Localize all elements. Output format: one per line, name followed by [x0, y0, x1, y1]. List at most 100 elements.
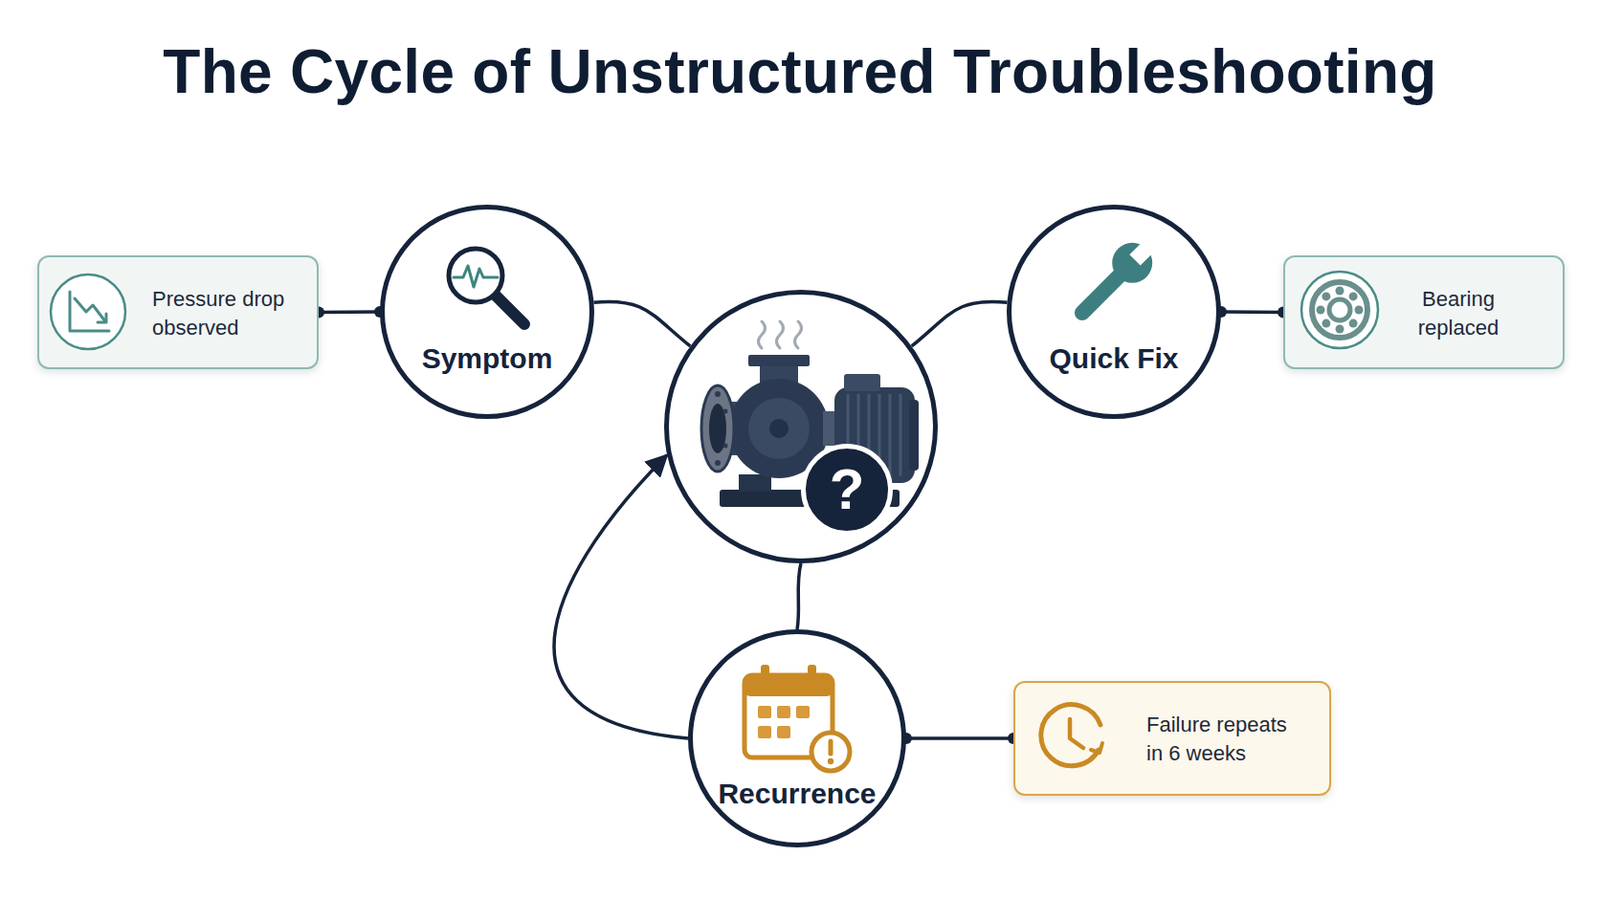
- bearing-icon: [1311, 282, 1368, 338]
- action-box: Bearing replaced: [1283, 255, 1565, 370]
- circle-outline: [688, 629, 907, 848]
- pump-illustration: [748, 398, 810, 460]
- connector-line: [318, 310, 380, 314]
- magnifier-icon: [495, 295, 525, 325]
- pump-illustration: [878, 394, 882, 477]
- pump-illustration: [709, 403, 727, 454]
- pump-illustration: [738, 474, 772, 492]
- circle-outline: [382, 207, 593, 418]
- calendar-icon: [757, 726, 772, 739]
- bearing-icon: [1335, 325, 1345, 334]
- bearing-icon: [1301, 271, 1378, 349]
- calendar-icon: [828, 741, 834, 755]
- pump-illustration: [759, 363, 799, 391]
- trend-down-icon: [69, 291, 110, 332]
- bearing-icon: [1321, 319, 1331, 329]
- connector-line: [797, 563, 801, 630]
- calendar-icon: [827, 758, 834, 765]
- trend-down-icon: [74, 298, 106, 322]
- bearing-icon: [1335, 287, 1345, 296]
- pump-illustration: [845, 478, 889, 492]
- stage-label: Quick Fix: [1006, 341, 1222, 377]
- pump-illustration: [723, 409, 729, 415]
- pump-illustration: [701, 385, 734, 472]
- connector-line: [594, 301, 691, 347]
- bearing-icon: [1329, 299, 1351, 321]
- calendar-icon: [807, 665, 817, 685]
- stage-label: Recurrence: [688, 777, 907, 812]
- bearing-icon: [1349, 319, 1358, 329]
- pump-illustration: [857, 394, 861, 477]
- wrench-icon: [1104, 234, 1161, 291]
- calendar-icon: [760, 665, 770, 685]
- stage-circle: Symptom: [379, 204, 595, 420]
- pump-illustration: [719, 489, 900, 508]
- circle-outline: [1006, 204, 1222, 420]
- clock-icon: [1041, 705, 1101, 767]
- circle-outline: [664, 289, 938, 564]
- pump-illustration: [899, 394, 903, 477]
- connector-line: [1221, 310, 1284, 314]
- calendar-icon: [744, 675, 833, 697]
- magnifier-icon: [448, 248, 503, 303]
- pump-illustration: [777, 321, 784, 349]
- wrench-icon: [1129, 240, 1156, 267]
- stage-circle: Quick Fix: [1006, 204, 1222, 420]
- calendar-icon: [777, 706, 791, 719]
- wrench-icon: [1062, 231, 1164, 334]
- connector-arrow: [554, 455, 689, 739]
- pump-illustration: [867, 394, 871, 477]
- bearing-icon: [1355, 306, 1364, 315]
- pump-illustration: [701, 321, 919, 508]
- pump-illustration: [714, 391, 721, 398]
- circle-outline: [379, 204, 595, 420]
- trend-down-icon: [50, 274, 126, 350]
- calendar-icon: [811, 733, 850, 772]
- connector-line: [911, 301, 1008, 347]
- trend-down-icon: [97, 313, 107, 323]
- pump-illustration: [714, 460, 721, 467]
- bearing-icon: [1301, 271, 1378, 349]
- pump-illustration: [769, 419, 789, 439]
- box-text: Pressure drop observed: [152, 285, 311, 343]
- pump-illustration: [888, 394, 892, 477]
- box-text: Failure repeats in 6 weeks: [1146, 711, 1305, 769]
- diagram-title: The Cycle of Unstructured Troubleshootin…: [0, 35, 1600, 109]
- pump-illustration: [822, 411, 837, 446]
- pump-illustration: [795, 321, 802, 349]
- circle-outline: [666, 292, 936, 562]
- box-text: Bearing replaced: [1396, 285, 1521, 343]
- calendar-icon: [777, 726, 791, 739]
- pump-illustration: [846, 394, 850, 477]
- calendar-icon: [796, 706, 810, 719]
- calendar-icon: [744, 665, 850, 772]
- magnifier-icon: [453, 266, 498, 288]
- bearing-icon: [1349, 291, 1358, 301]
- stage-label: Symptom: [379, 341, 595, 377]
- calendar-icon: [757, 706, 772, 719]
- bearing-icon: [1321, 291, 1331, 301]
- clock-icon: [1069, 719, 1084, 749]
- circle-outline: [690, 632, 905, 846]
- pump-illustration: [909, 400, 919, 471]
- observation-box: Pressure drop observed: [37, 255, 319, 370]
- question-mark-badge: ?: [800, 444, 893, 536]
- pump-illustration: [748, 355, 810, 367]
- stage-circle: Recurrence: [688, 629, 907, 848]
- outcome-box: Failure repeats in 6 weeks: [1013, 681, 1332, 797]
- wrench-icon: [1071, 261, 1134, 324]
- pump-illustration: [723, 444, 729, 449]
- pump-illustration: [834, 387, 915, 484]
- pump-illustration: [729, 401, 760, 456]
- pump-illustration: [758, 321, 766, 349]
- circle-outline: [1009, 207, 1220, 418]
- calendar-icon: [744, 675, 833, 758]
- equipment-circle: ?: [664, 289, 938, 564]
- clock-icon: [1041, 705, 1103, 767]
- clock-icon: [1090, 743, 1103, 754]
- trend-down-icon: [50, 274, 126, 350]
- bearing-icon: [1316, 306, 1326, 315]
- pump-illustration: [844, 374, 881, 392]
